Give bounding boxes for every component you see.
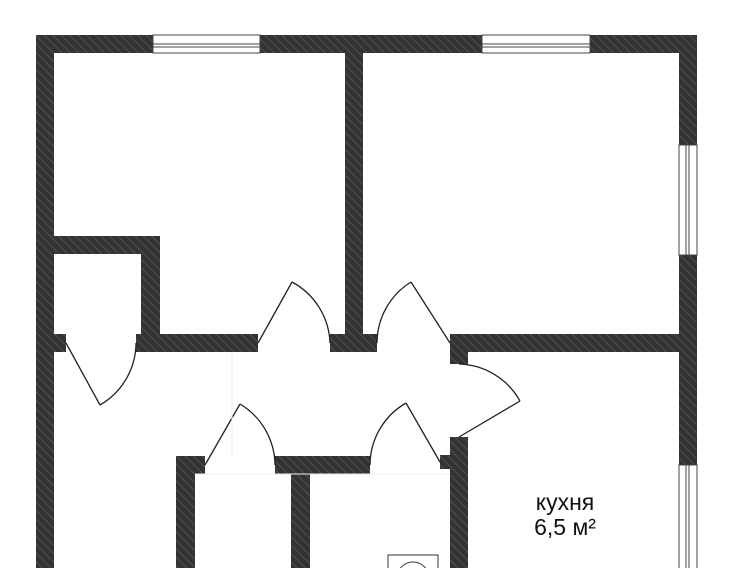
room-name: кухня	[535, 489, 595, 515]
wall-top-mid	[260, 35, 482, 53]
wall-bath-mid	[291, 456, 310, 568]
wall-kitchen-stub	[450, 334, 468, 364]
wall-kitchen-stub2	[440, 455, 452, 469]
wall-corridor-3	[450, 334, 697, 352]
wall-kitchen-left	[450, 437, 468, 568]
fixture-appliance	[387, 554, 439, 568]
wall-right-upper	[679, 35, 697, 145]
wall-closet-stub	[54, 334, 66, 352]
window-right-lower	[678, 464, 698, 568]
wall-right-mid	[679, 255, 697, 465]
wall-corridor-2	[330, 334, 377, 352]
door-bath-left	[204, 403, 276, 466]
wall-left	[36, 35, 54, 568]
windows	[152, 34, 698, 568]
door-room-left	[257, 281, 331, 344]
door-closet	[65, 342, 137, 406]
doors	[65, 281, 521, 466]
door-room-right	[376, 281, 451, 344]
room-label-kitchen: кухня 6,5 м²	[505, 490, 625, 540]
wall-top-right	[590, 35, 697, 53]
floor-guides	[195, 352, 450, 475]
door-kitchen	[458, 363, 521, 438]
walls	[36, 35, 697, 568]
wall-corridor-1	[136, 334, 258, 352]
wall-bath-left	[176, 456, 195, 568]
wall-partition-vertical	[345, 35, 363, 352]
door-bath-right	[369, 402, 441, 466]
room-area: 6,5 м²	[534, 514, 596, 540]
wall-closet-right	[141, 236, 160, 352]
wall-closet-top	[36, 236, 160, 254]
wall-top-left	[36, 35, 153, 53]
wall-bath-top	[275, 456, 370, 474]
window-right-upper	[678, 144, 698, 256]
